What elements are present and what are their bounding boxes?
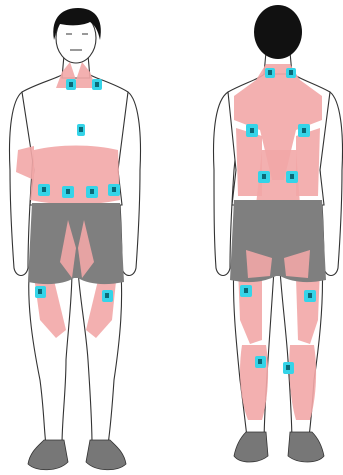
- electrode-front-abdomen-2: [62, 186, 74, 198]
- electrode-back-lumbar-left: [258, 171, 270, 183]
- electrode-back-lumbar-right: [286, 171, 298, 183]
- back-shorts: [230, 200, 326, 282]
- front-right-shoe: [86, 440, 126, 470]
- back-left-shoe: [234, 432, 268, 462]
- back-view: [214, 5, 343, 462]
- electrode-front-abdomen-3: [86, 186, 98, 198]
- front-left-shoe: [28, 440, 68, 470]
- electrode-back-neck-left: [265, 68, 275, 78]
- back-right-calf-muscle: [289, 345, 316, 420]
- electrode-back-hamstring-right: [304, 290, 316, 302]
- electrode-front-neck-right: [92, 79, 102, 90]
- electrode-front-thigh-left: [35, 286, 46, 298]
- electrode-front-sternum: [77, 124, 85, 136]
- electrode-back-hamstring-left: [240, 285, 252, 297]
- electrode-back-neck-right: [286, 68, 296, 78]
- electrode-back-calf-left: [255, 356, 266, 368]
- electrode-back-scapula-left: [246, 124, 258, 137]
- back-right-shoe: [288, 432, 324, 462]
- electrode-front-neck-left: [66, 79, 76, 90]
- electrode-front-abdomen-4: [108, 184, 120, 196]
- back-head-hair: [254, 5, 302, 59]
- front-shorts: [28, 203, 124, 284]
- electrode-front-thigh-right: [102, 290, 113, 302]
- electrode-front-abdomen-1: [38, 184, 50, 196]
- electrode-back-calf-right: [283, 362, 294, 374]
- electrode-back-scapula-right: [298, 124, 310, 137]
- front-view: [10, 8, 141, 470]
- back-right-lat-muscle: [296, 128, 320, 196]
